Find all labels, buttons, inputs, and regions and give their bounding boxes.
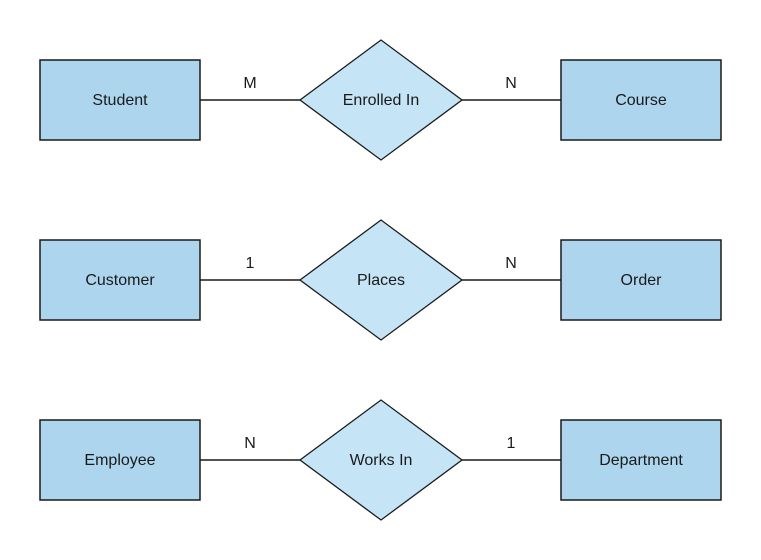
relationship-works-in-label: Works In — [350, 452, 413, 469]
entity-customer — [39, 239, 201, 321]
entity-employee-label: Employee — [84, 452, 155, 469]
cardinality-label-department-side: 1 — [507, 435, 516, 452]
relationship-row-student-course: Student M Enrolled In N Course — [39, 39, 722, 161]
cardinality-label-employee-side: N — [244, 435, 256, 452]
relationship-row-employee-department: Employee N Works In 1 Department — [39, 399, 722, 521]
entity-employee — [39, 419, 201, 501]
entity-student — [39, 59, 201, 141]
entity-order — [560, 239, 722, 321]
entity-course-label: Course — [615, 92, 667, 109]
cardinality-label-order-side: N — [505, 255, 517, 272]
cardinality-label-course-side: N — [505, 75, 517, 92]
entity-course — [560, 59, 722, 141]
relationship-enrolled-in-label: Enrolled In — [343, 92, 420, 109]
entity-student-label: Student — [92, 92, 148, 109]
cardinality-label-customer-side: 1 — [246, 255, 255, 272]
entity-department — [560, 419, 722, 501]
entity-customer-label: Customer — [85, 272, 155, 289]
entity-department-label: Department — [599, 452, 683, 469]
entity-order-label: Order — [621, 272, 663, 289]
cardinality-label-student-side: M — [243, 75, 256, 92]
relationship-places-label: Places — [357, 272, 405, 289]
relationship-row-customer-order: Customer 1 Places N Order — [39, 219, 722, 341]
